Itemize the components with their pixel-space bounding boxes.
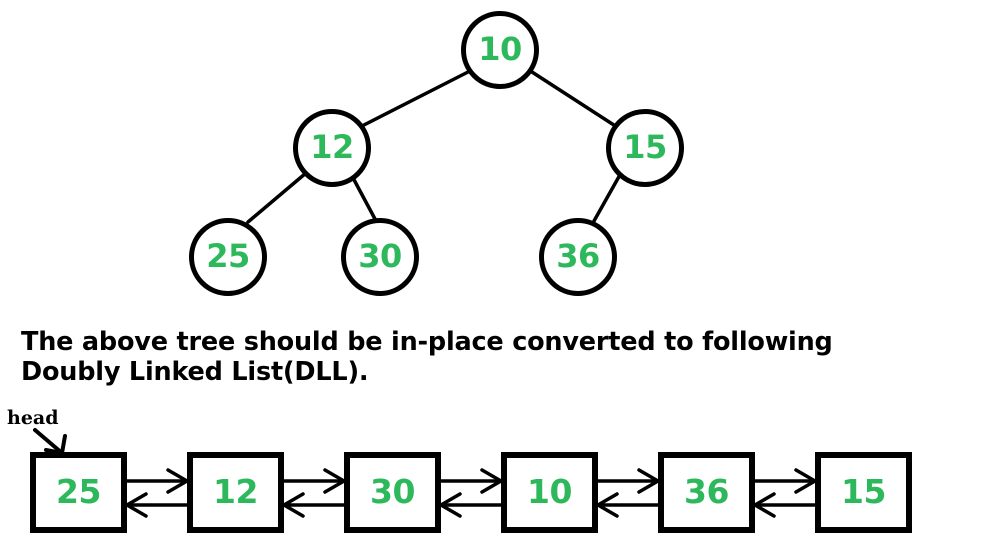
dll-node-30: 30 bbox=[344, 452, 441, 533]
tree-node-label: 36 bbox=[556, 237, 600, 275]
dll-next-arrowhead-30-10 bbox=[480, 468, 503, 494]
caption-line-1: The above tree should be in-place conver… bbox=[21, 327, 833, 357]
dll-node-10: 10 bbox=[501, 452, 598, 533]
tree-node-label: 30 bbox=[358, 237, 402, 275]
dll-node-label: 15 bbox=[841, 472, 886, 511]
head-arrow-shaft bbox=[33, 428, 64, 455]
dll-node-label: 25 bbox=[56, 472, 101, 511]
dll-prev-arrowhead-12-25 bbox=[125, 492, 148, 518]
tree-node-30: 30 bbox=[341, 218, 419, 296]
tree-edge-right-right-left bbox=[592, 171, 623, 223]
dll-node-15: 15 bbox=[815, 452, 912, 533]
tree-edge-root-left bbox=[356, 70, 470, 130]
tree-edge-root-right bbox=[530, 70, 622, 131]
tree-node-12: 12 bbox=[293, 109, 371, 187]
caption-line-2: Doubly Linked List(DLL). bbox=[21, 357, 369, 387]
dll-prev-arrowhead-36-10 bbox=[596, 492, 619, 518]
dll-next-arrowhead-12-30 bbox=[323, 468, 346, 494]
head-pointer-label: head bbox=[7, 407, 59, 429]
dll-node-label: 10 bbox=[527, 472, 572, 511]
dll-prev-arrowhead-15-36 bbox=[753, 492, 776, 518]
dll-node-label: 12 bbox=[213, 472, 258, 511]
tree-node-label: 12 bbox=[310, 128, 354, 166]
tree-edge-left-left-right bbox=[350, 174, 377, 221]
tree-node-15: 15 bbox=[606, 109, 684, 187]
dll-node-label: 30 bbox=[370, 472, 415, 511]
conversion-caption: The above tree should be in-place conver… bbox=[21, 327, 951, 387]
dll-next-arrowhead-25-12 bbox=[166, 468, 189, 494]
dll-node-12: 12 bbox=[187, 452, 284, 533]
dll-prev-arrowhead-10-30 bbox=[439, 492, 462, 518]
dll-node-36: 36 bbox=[658, 452, 755, 533]
dll-node-25: 25 bbox=[30, 452, 127, 533]
tree-node-25: 25 bbox=[189, 218, 267, 296]
dll-prev-arrowhead-30-12 bbox=[282, 492, 305, 518]
tree-node-label: 15 bbox=[623, 128, 667, 166]
tree-node-label: 10 bbox=[478, 30, 522, 68]
tree-node-36: 36 bbox=[539, 218, 617, 296]
tree-node-10: 10 bbox=[461, 11, 539, 89]
dll-connector-group bbox=[125, 468, 817, 518]
dll-next-arrowhead-36-15 bbox=[794, 468, 817, 494]
tree-edge-group bbox=[246, 70, 623, 224]
tree-edge-left-left-left bbox=[246, 171, 308, 224]
tree-node-label: 25 bbox=[206, 237, 250, 275]
dll-node-label: 36 bbox=[684, 472, 729, 511]
dll-next-arrowhead-10-36 bbox=[637, 468, 660, 494]
